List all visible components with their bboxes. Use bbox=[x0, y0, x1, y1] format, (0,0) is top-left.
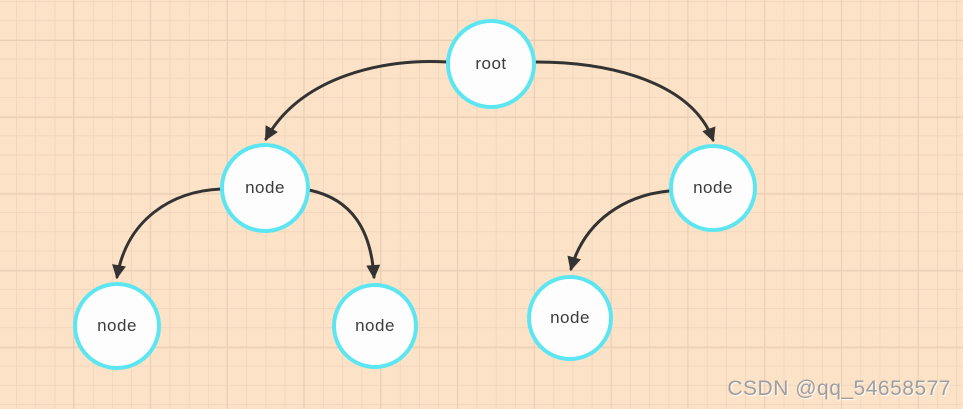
tree-node-root: root bbox=[446, 19, 536, 109]
tree-node-right-child-1: node bbox=[527, 275, 613, 361]
edge-left-to-left-child-2 bbox=[307, 188, 381, 280]
node-label: node bbox=[97, 316, 137, 335]
node-label: node bbox=[693, 178, 733, 197]
tree-node-left-child-2: node bbox=[332, 283, 418, 369]
edge-root-to-right bbox=[534, 60, 716, 142]
edge-root-to-left bbox=[264, 60, 449, 141]
tree-node-left: node bbox=[220, 143, 310, 233]
tree-node-right: node bbox=[669, 144, 757, 232]
node-label: root bbox=[475, 54, 507, 73]
node-label: node bbox=[550, 308, 590, 327]
edge-right-to-right-child-1 bbox=[567, 189, 671, 272]
node-label: node bbox=[355, 316, 395, 335]
edge-left-to-left-child-1 bbox=[112, 187, 223, 280]
csdn-watermark: CSDN @qq_54658577 bbox=[727, 377, 951, 400]
tree-node-left-child-1: node bbox=[73, 282, 161, 370]
node-label: node bbox=[245, 178, 285, 197]
